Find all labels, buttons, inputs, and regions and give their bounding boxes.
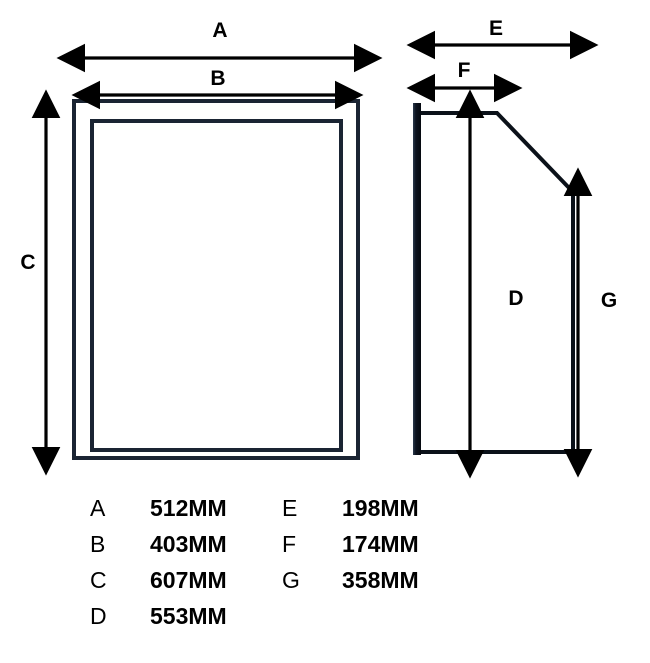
legend-value: 174MM xyxy=(342,531,419,557)
legend-column-right: E 198MM F 174MM G 358MM xyxy=(282,495,419,603)
legend-row: F 174MM xyxy=(282,531,419,567)
legend-row: D 553MM xyxy=(90,603,227,639)
dimension-label-c: C xyxy=(20,251,36,274)
front-view xyxy=(72,99,360,460)
side-view xyxy=(413,103,575,455)
legend-row: G 358MM xyxy=(282,567,419,603)
front-view-outer-frame xyxy=(72,99,360,460)
legend-value: 607MM xyxy=(150,567,227,593)
side-view-profile-outline xyxy=(421,111,575,454)
legend-key: E xyxy=(282,495,298,521)
dimension-label-a: A xyxy=(212,19,228,42)
dimension-label-f: F xyxy=(457,59,471,82)
side-view-panel-bar xyxy=(413,103,421,455)
legend-key: C xyxy=(90,567,107,593)
dimension-lines xyxy=(31,30,599,479)
legend-row: A 512MM xyxy=(90,495,227,531)
legend-column-left: A 512MM B 403MM C 607MM D 553MM xyxy=(90,495,227,639)
legend-key: D xyxy=(90,603,107,629)
legend-value: 403MM xyxy=(150,531,227,557)
legend-key: G xyxy=(282,567,300,593)
legend-value: 512MM xyxy=(150,495,227,521)
legend-key: A xyxy=(90,495,106,521)
legend-key: F xyxy=(282,531,297,557)
dimension-label-b: B xyxy=(210,67,226,90)
legend-value: 358MM xyxy=(342,567,419,593)
legend-key: B xyxy=(90,531,106,557)
dimension-label-d: D xyxy=(508,287,524,310)
dimension-label-e: E xyxy=(488,17,503,40)
legend-row: C 607MM xyxy=(90,567,227,603)
legend-row: E 198MM xyxy=(282,495,419,531)
front-view-inner-frame xyxy=(90,119,343,452)
legend-value: 198MM xyxy=(342,495,419,521)
dimension-label-g: G xyxy=(600,289,618,312)
legend-value: 553MM xyxy=(150,603,227,629)
dimension-legend: A 512MM B 403MM C 607MM D 553MM E 198MM xyxy=(0,495,650,663)
legend-row: B 403MM xyxy=(90,531,227,567)
